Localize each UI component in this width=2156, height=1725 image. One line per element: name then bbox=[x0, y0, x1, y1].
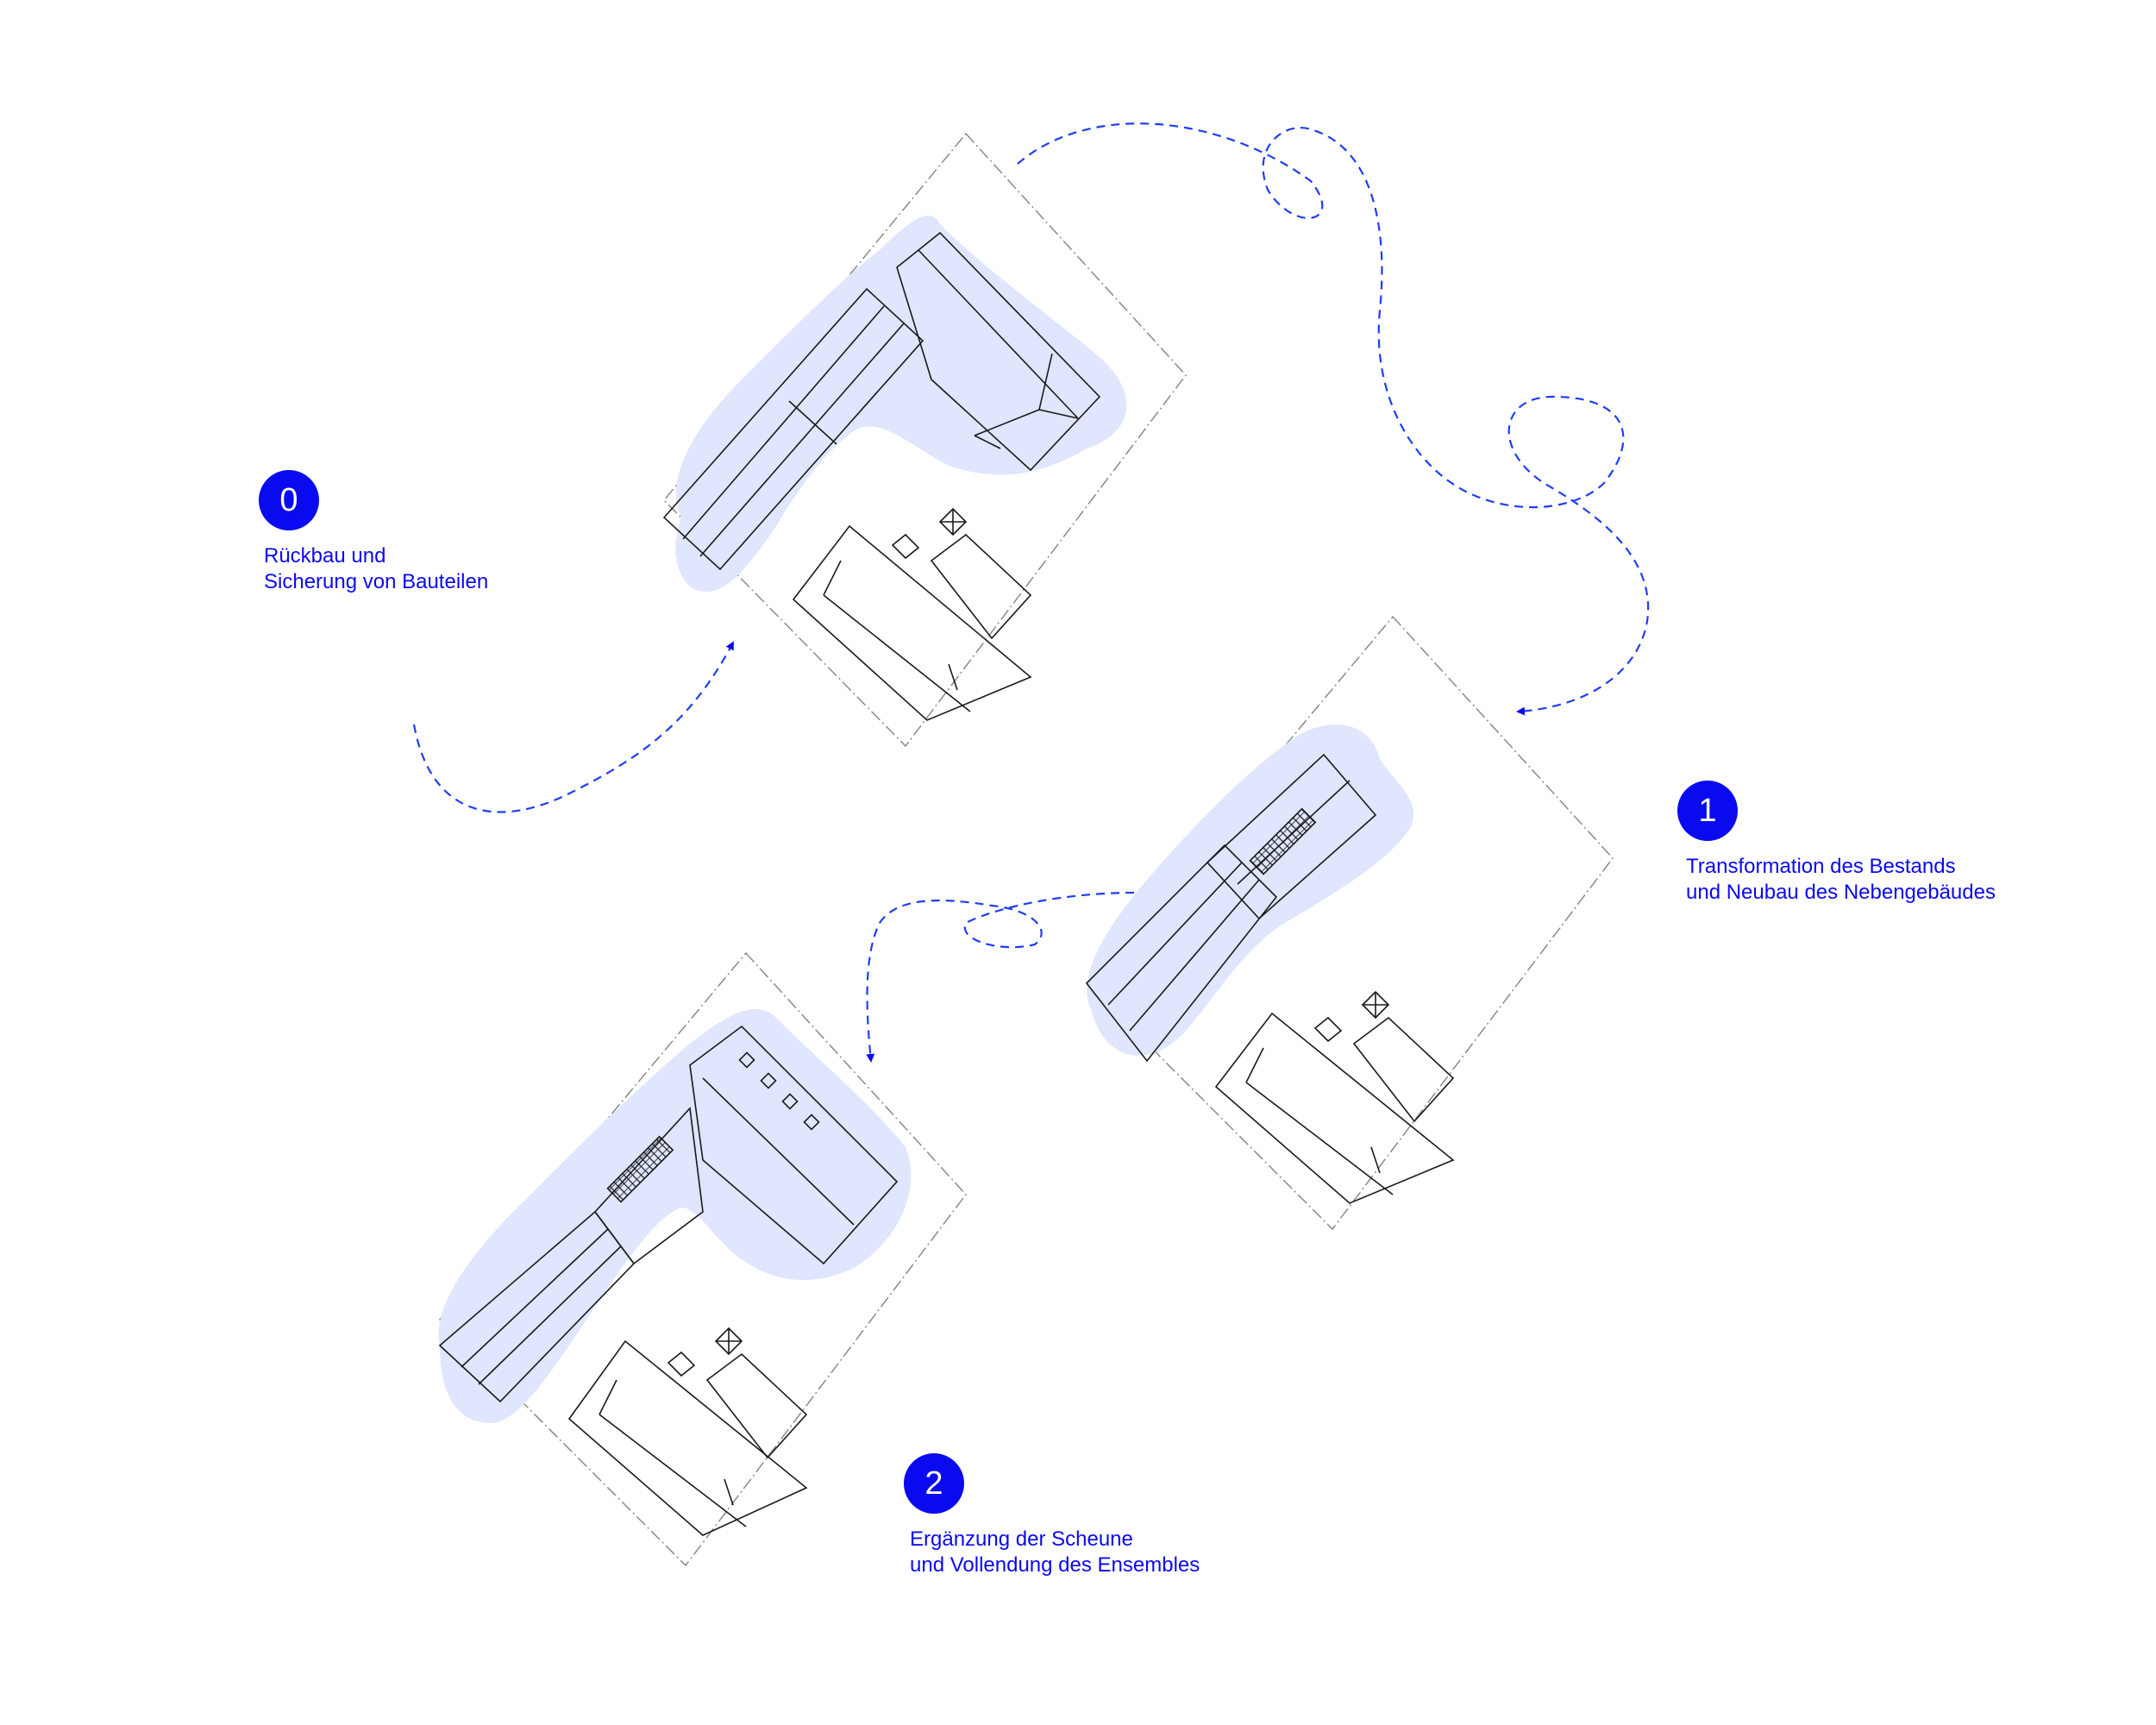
stage-0-caption: Rückbau und Sicherung von Bauteilen bbox=[264, 543, 488, 595]
skylight bbox=[738, 1051, 755, 1069]
highlight-area bbox=[438, 1009, 912, 1423]
stage-2-caption: Ergänzung der Scheune und Vollendung des… bbox=[910, 1527, 1200, 1578]
house-stage-1 bbox=[1214, 990, 1455, 1204]
sequence-arrows bbox=[412, 122, 1650, 1063]
stage-0-caption-line-1: Rückbau und bbox=[264, 544, 386, 568]
plot-boundary bbox=[438, 951, 967, 1567]
plot-boundary bbox=[1085, 615, 1614, 1231]
skylight bbox=[781, 1093, 799, 1110]
site-plan-stage-2 bbox=[438, 951, 967, 1567]
stage-2-caption-line-1: Ergänzung der Scheune bbox=[910, 1527, 1133, 1551]
arrow-to-stage-1 bbox=[1017, 122, 1650, 716]
site-plan-stage-0 bbox=[662, 132, 1187, 748]
stage-1-caption-line-2: und Neubau des Nebengebäudes bbox=[1686, 881, 1996, 904]
skylight bbox=[760, 1072, 777, 1089]
house-stage-2 bbox=[567, 1327, 808, 1536]
skylight bbox=[803, 1113, 820, 1131]
stage-1-caption-line-1: Transformation des Bestands bbox=[1686, 855, 1956, 878]
site-plan-stage-1 bbox=[1085, 615, 1614, 1231]
barn-existing bbox=[662, 231, 1101, 571]
arrow-to-stage-0 bbox=[412, 641, 734, 813]
solar-panel bbox=[1249, 807, 1317, 875]
highlight-area bbox=[675, 216, 1127, 593]
stage-2-badge: 2 bbox=[904, 1453, 964, 1514]
stage-0-badge: 0 bbox=[259, 470, 319, 530]
barn-transformed bbox=[1085, 753, 1377, 1063]
stage-0-caption-line-2: Sicherung von Bauteilen bbox=[264, 570, 489, 593]
arrow-to-stage-2 bbox=[866, 891, 1135, 1063]
solar-panel bbox=[606, 1135, 674, 1203]
stage-1-caption: Transformation des Bestands und Neubau d… bbox=[1686, 854, 1996, 906]
stage-1-badge: 1 bbox=[1677, 781, 1738, 841]
barn-completed bbox=[438, 1025, 899, 1403]
house-existing bbox=[792, 507, 1032, 721]
stage-2-caption-line-2: und Vollendung des Ensembles bbox=[910, 1553, 1200, 1577]
